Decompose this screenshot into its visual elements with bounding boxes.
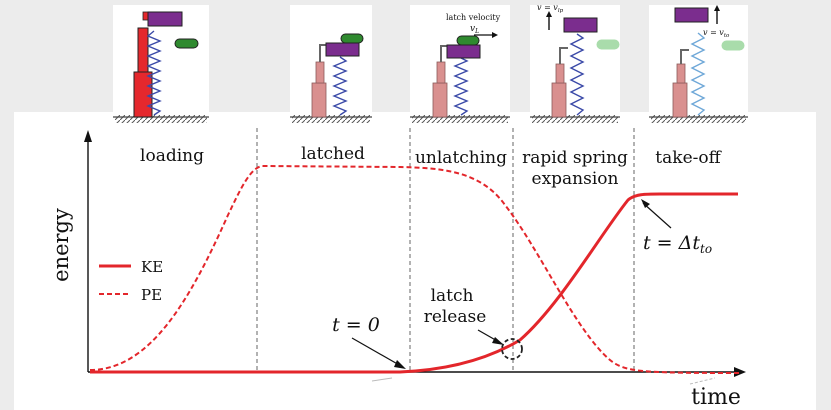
latch-release-marker xyxy=(501,338,523,360)
projectile xyxy=(456,35,480,46)
motor-arm xyxy=(555,63,565,84)
pe-curve xyxy=(89,164,741,374)
motor-base xyxy=(432,82,448,118)
spring-compressed xyxy=(146,30,162,116)
spring-compressed xyxy=(332,56,348,116)
ground-hatch xyxy=(115,115,207,123)
latch-hook xyxy=(440,45,449,62)
sketch-take-off: v = vto xyxy=(649,5,748,123)
motor-base xyxy=(672,82,688,118)
t-takeoff-label: t = Δtto xyxy=(643,232,712,256)
spring-expanding xyxy=(569,33,585,116)
spring-released xyxy=(690,32,706,116)
projectile xyxy=(340,33,364,44)
latch-release-line2: release xyxy=(424,307,487,327)
v-to-label: v = vto xyxy=(703,28,730,39)
x-axis-label: time xyxy=(691,385,741,410)
latch-release-line1: latch xyxy=(431,286,474,306)
shadow-mark xyxy=(689,377,716,385)
mass-block xyxy=(325,42,360,57)
phase-label-rapid-line2: expansion xyxy=(532,169,619,189)
shadow-mark xyxy=(371,377,393,382)
sketch-unlatching: latch velocity vL xyxy=(410,5,510,123)
phase-label-takeoff: take-off xyxy=(655,148,722,168)
legend-pe-label: PE xyxy=(141,286,162,304)
ground-hatch xyxy=(651,115,746,123)
t-zero-arrow xyxy=(351,337,402,367)
arrow-head xyxy=(546,11,552,17)
ke-curve xyxy=(90,192,738,374)
arrow-head xyxy=(394,360,406,369)
phase-label-rapid-line1: rapid spring xyxy=(522,148,628,168)
spring-compressed xyxy=(453,57,469,116)
latch-hook xyxy=(680,49,689,64)
sketch-panel-unlatching xyxy=(410,5,510,120)
ground-hatch xyxy=(412,115,508,123)
mass-block xyxy=(446,44,481,59)
arrow-head xyxy=(492,32,498,38)
ground-hatch xyxy=(532,115,618,123)
mass-block xyxy=(563,17,598,33)
sketch-rapid-expansion: v = vlp xyxy=(530,3,620,123)
motor-base xyxy=(551,82,567,118)
mass-block xyxy=(674,7,709,23)
t-takeoff-arrow xyxy=(642,202,672,229)
motor-base xyxy=(311,82,327,118)
sketch-loading xyxy=(113,5,209,123)
sketch-latched xyxy=(290,5,372,123)
motor-arm xyxy=(676,63,686,84)
legend-ke-label: KE xyxy=(141,258,163,276)
projectile-faded xyxy=(596,39,620,50)
motor-base xyxy=(133,71,153,118)
phase-label-loading: loading xyxy=(140,146,204,166)
diagram-background xyxy=(14,112,816,410)
phase-dividers xyxy=(256,128,635,373)
t-zero-label: t = 0 xyxy=(332,314,380,336)
projectile-faded xyxy=(721,40,745,51)
latch-velocity-label: latch velocity xyxy=(446,13,501,22)
motor-arm xyxy=(137,27,149,73)
arrow-head xyxy=(714,5,720,11)
sketch-panel-latched xyxy=(290,5,372,120)
y-axis-label: energy xyxy=(49,208,73,282)
mass-block xyxy=(147,11,183,27)
projectile xyxy=(174,38,199,49)
phase-label-latched: latched xyxy=(301,144,365,164)
y-axis-arrow xyxy=(84,130,92,142)
motor-arm xyxy=(436,61,446,84)
latch-hook xyxy=(319,44,328,62)
phase-label-unlatching: unlatching xyxy=(415,148,507,168)
ground-hatch xyxy=(292,115,370,123)
arrow-head xyxy=(641,199,650,208)
arrow-head xyxy=(492,337,504,345)
v-L-label: vL xyxy=(470,24,479,35)
latch-hook xyxy=(559,47,568,64)
motor-arm xyxy=(315,61,325,84)
legend: KE PE xyxy=(99,258,163,304)
x-axis-arrow xyxy=(734,367,746,377)
v-lp-label: v = vlp xyxy=(537,3,564,14)
